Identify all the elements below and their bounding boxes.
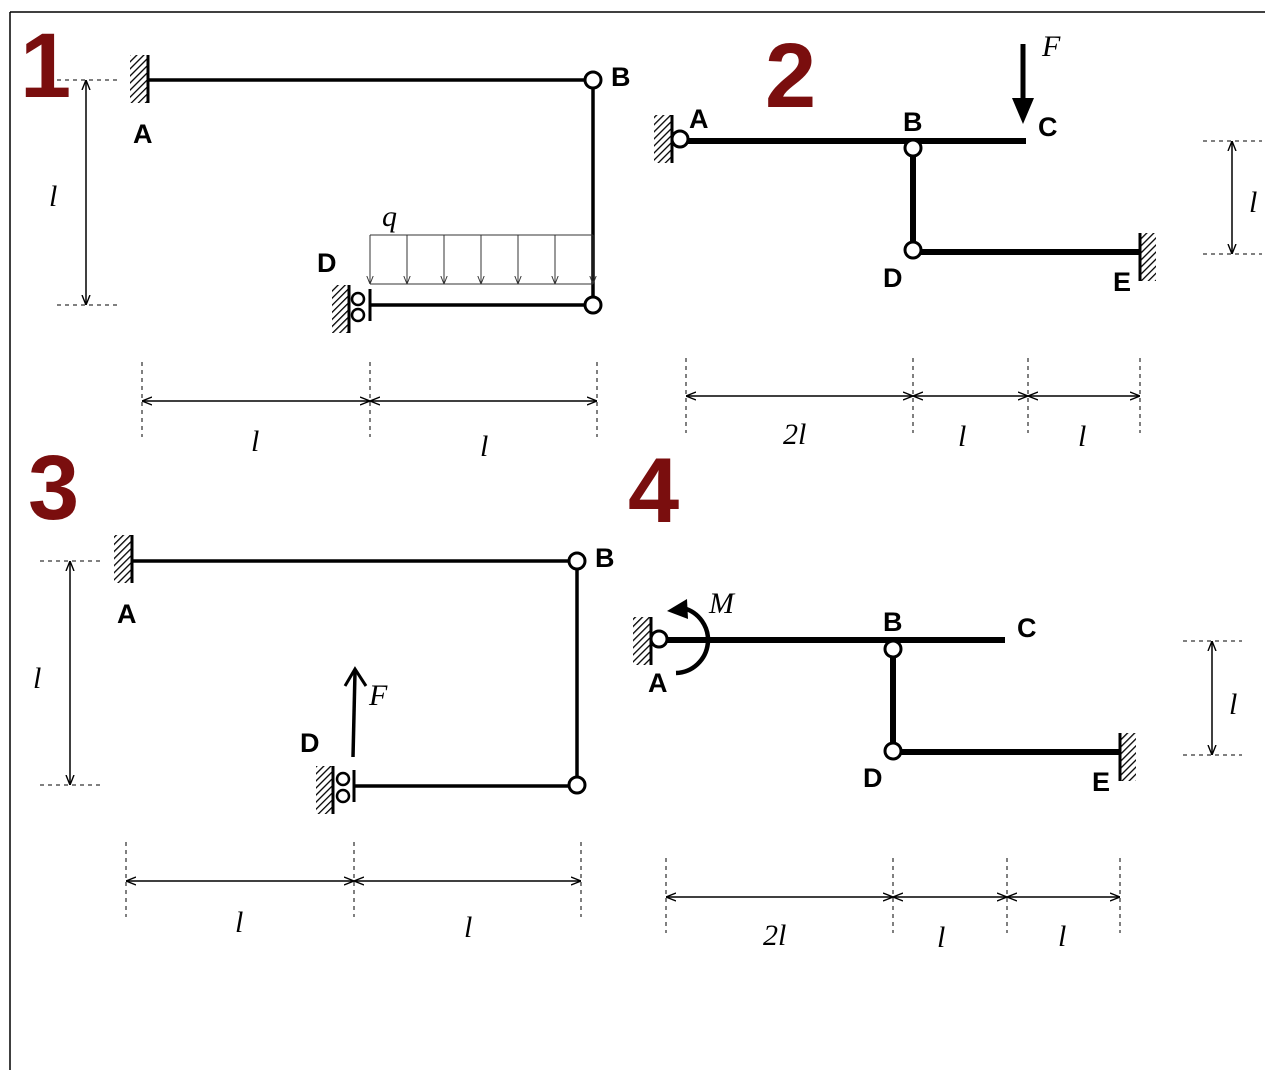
dim-label-vertical: l xyxy=(33,662,41,695)
scheme-number: 1 xyxy=(20,15,71,117)
dim-label-h3: l xyxy=(1078,420,1086,453)
dim-label-h1: l xyxy=(251,425,259,458)
hinge-lower xyxy=(567,775,587,795)
fixed-support-e xyxy=(1120,733,1136,781)
node-label-d: D xyxy=(300,728,320,758)
node-label-e: E xyxy=(1113,267,1131,297)
node-label-d: D xyxy=(883,263,903,293)
dim-label-h1: 2l xyxy=(763,919,786,952)
scheme-number: 4 xyxy=(628,440,679,542)
hinge-b xyxy=(567,551,587,571)
horizontal-dimension xyxy=(141,362,598,437)
roller-support-d xyxy=(332,285,372,333)
horizontal-dimension xyxy=(665,858,1121,933)
load-label-m: M xyxy=(708,587,736,620)
node-label-b: B xyxy=(611,62,631,92)
pin-support-a xyxy=(654,115,674,163)
scheme-number: 2 xyxy=(765,25,816,127)
scheme-3: 3 F A B D l xyxy=(28,437,615,944)
vertical-dimension xyxy=(1183,640,1242,756)
hinge-d xyxy=(883,741,903,761)
dim-label-h3: l xyxy=(1058,920,1066,953)
roller-support-d xyxy=(316,766,356,814)
vertical-dimension xyxy=(1203,140,1262,255)
dim-label-vertical: l xyxy=(1229,688,1237,721)
node-label-c: C xyxy=(1017,613,1037,643)
pin-support-a xyxy=(633,617,653,665)
dim-label-vertical: l xyxy=(49,180,57,213)
node-label-b: B xyxy=(595,543,615,573)
node-label-e: E xyxy=(1092,767,1110,797)
load-label-f: F xyxy=(368,679,388,712)
force-arrow-f xyxy=(343,666,368,758)
scheme-2: 2 F A B C D E l xyxy=(654,25,1262,453)
node-label-c: C xyxy=(1038,112,1058,142)
hinge-b xyxy=(903,138,923,158)
dim-label-h1: l xyxy=(235,906,243,939)
vertical-dimension xyxy=(40,560,102,786)
node-label-b: B xyxy=(903,107,923,137)
page-frame xyxy=(9,11,1265,1070)
dim-label-h2: l xyxy=(937,921,945,954)
horizontal-dimension xyxy=(125,842,582,917)
distributed-load-q xyxy=(370,234,593,285)
fixed-support-e xyxy=(1140,233,1156,281)
dim-label-h2: l xyxy=(464,911,472,944)
node-label-a: A xyxy=(648,668,668,698)
dim-label-h2: l xyxy=(480,430,488,463)
horizontal-dimension xyxy=(685,358,1141,433)
force-arrow-f xyxy=(1012,44,1034,124)
load-label-q: q xyxy=(382,200,397,233)
hinge-lower xyxy=(583,295,603,315)
node-label-a: A xyxy=(689,104,709,134)
moment-arrow-m xyxy=(667,599,711,676)
dim-label-vertical: l xyxy=(1249,186,1257,219)
node-label-a: A xyxy=(117,599,137,629)
hinge-a xyxy=(649,629,669,649)
scheme-1: 1 q A B D xyxy=(20,15,631,463)
hinge-a xyxy=(670,129,690,149)
node-label-d: D xyxy=(863,763,883,793)
hinge-d xyxy=(903,240,923,260)
scheme-4: 4 M A B C D E l xyxy=(628,440,1242,954)
fixed-support-a xyxy=(130,55,148,103)
hinge-b xyxy=(883,639,903,659)
hinge-b xyxy=(583,70,603,90)
dim-label-h1: 2l xyxy=(783,418,806,451)
vertical-dimension xyxy=(57,79,118,306)
node-label-b: B xyxy=(883,607,903,637)
load-label-f: F xyxy=(1041,30,1061,63)
fixed-support-a xyxy=(114,535,132,583)
scheme-number: 3 xyxy=(28,437,79,539)
node-label-d: D xyxy=(317,248,337,278)
node-label-a: A xyxy=(133,119,153,149)
dim-label-h2: l xyxy=(958,420,966,453)
